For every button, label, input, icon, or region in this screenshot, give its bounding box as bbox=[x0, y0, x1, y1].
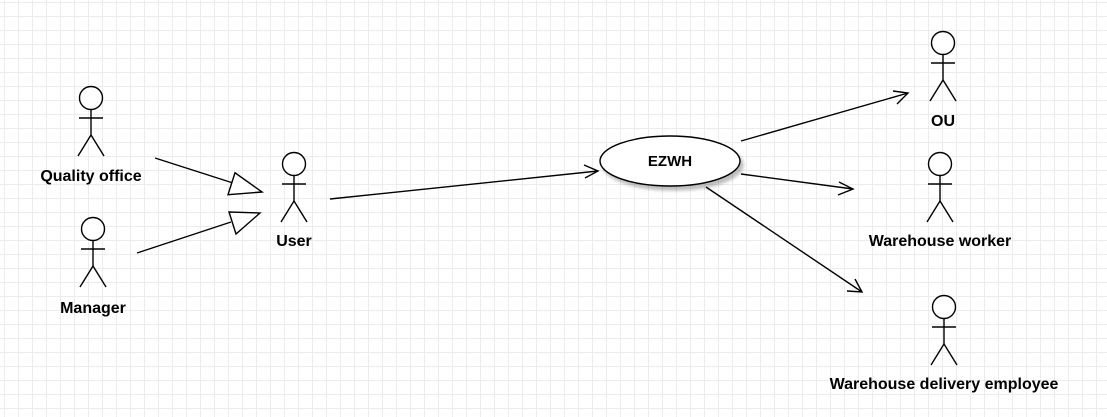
actor-warehouse-worker[interactable] bbox=[926, 151, 954, 223]
actor-user[interactable] bbox=[280, 151, 308, 223]
generalization-quality-office-to-user[interactable] bbox=[154, 157, 264, 196]
association-ezwh-to-ou[interactable] bbox=[740, 90, 910, 142]
actor-ou[interactable] bbox=[929, 30, 957, 102]
stick-figure-icon bbox=[79, 216, 107, 288]
stick-figure-icon bbox=[926, 151, 954, 223]
stick-figure-icon bbox=[280, 151, 308, 223]
open-arrowhead-icon bbox=[846, 278, 864, 293]
association-ezwh-to-warehouse-worker[interactable] bbox=[740, 173, 855, 196]
actor-label-warehouse-delivery-employee: Warehouse delivery employee bbox=[830, 376, 1059, 393]
hollow-triangle-arrowhead-icon bbox=[227, 171, 264, 196]
actor-label-manager: Manager bbox=[60, 300, 126, 317]
use-case-label-ezwh: EZWH bbox=[648, 153, 692, 170]
hollow-triangle-arrowhead-icon bbox=[228, 211, 262, 236]
actor-label-quality-office: Quality office bbox=[40, 168, 141, 185]
open-arrowhead-icon bbox=[892, 90, 910, 105]
open-arrowhead-icon bbox=[583, 164, 600, 179]
actor-warehouse-delivery-employee[interactable] bbox=[930, 294, 958, 366]
use-case-ellipse bbox=[599, 135, 741, 187]
stick-figure-icon bbox=[929, 30, 957, 102]
actor-manager[interactable] bbox=[79, 216, 107, 288]
stick-figure-icon bbox=[77, 85, 105, 157]
actor-label-ou: OU bbox=[931, 113, 955, 130]
actor-quality-office[interactable] bbox=[77, 85, 105, 157]
open-arrowhead-icon bbox=[837, 181, 855, 196]
association-user-to-ezwh[interactable] bbox=[329, 164, 600, 200]
stick-figure-icon bbox=[930, 294, 958, 366]
generalization-manager-to-user[interactable] bbox=[136, 211, 262, 254]
actor-label-warehouse-worker: Warehouse worker bbox=[869, 233, 1012, 250]
use-case-ezwh[interactable]: EZWH bbox=[599, 135, 741, 187]
association-ezwh-to-warehouse-delivery-employee[interactable] bbox=[705, 186, 864, 293]
actor-label-user: User bbox=[276, 233, 312, 250]
